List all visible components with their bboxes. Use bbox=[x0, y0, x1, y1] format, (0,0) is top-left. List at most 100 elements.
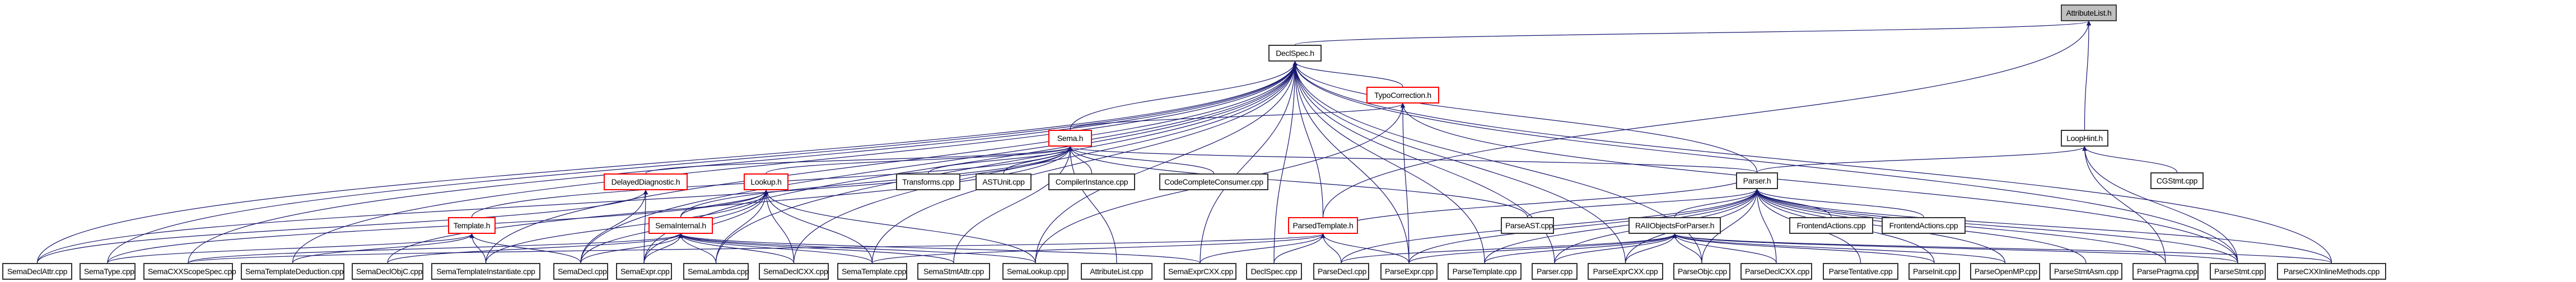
node-sematemplate-cpp[interactable]: SemaTemplate.cpp bbox=[837, 263, 907, 280]
edge-parseexpr_cpp-to-parser_h bbox=[1408, 189, 1760, 264]
edge-parsecxxinlinemethods_cpp-to-declspec_h bbox=[1292, 61, 2332, 264]
node-semadecl-cpp[interactable]: SemaDecl.cpp bbox=[553, 263, 608, 280]
edge-semadeclobjc_cpp-to-sema_h bbox=[387, 146, 1073, 264]
edge-semacxxscopespec_cpp-to-declspec_h bbox=[188, 61, 1298, 264]
edge-loophint_h-to-attributelist_h bbox=[2084, 21, 2092, 130]
node-typocorrection-h[interactable]: TypoCorrection.h bbox=[1366, 87, 1439, 104]
node-declspec-cpp[interactable]: DeclSpec.cpp bbox=[1246, 263, 1302, 280]
node-parsedtemplate-h[interactable]: ParsedTemplate.h bbox=[1288, 217, 1358, 234]
edge-raiiobjectsforparser_h-to-parser_h bbox=[1674, 189, 1760, 218]
node-semastmtattr-cpp[interactable]: SemaStmtAttr.cpp bbox=[917, 263, 990, 280]
edge-typocorrection_h-to-declspec_h bbox=[1292, 61, 1403, 87]
edge-semaexpr_cpp-to-delayeddiagnostic_h bbox=[643, 190, 648, 264]
node-semaexpr-cpp[interactable]: SemaExpr.cpp bbox=[616, 263, 672, 280]
edge-semaexprcxx_cpp-to-semainternal_h bbox=[678, 233, 1201, 264]
node-cgstmt-cpp[interactable]: CGStmt.cpp bbox=[2150, 172, 2204, 189]
node-transforms-cpp[interactable]: Transforms.cpp bbox=[896, 173, 960, 190]
node-sematemplatededuction-cpp[interactable]: SemaTemplateDeduction.cpp bbox=[241, 263, 344, 280]
node-parsedeclcxx-cpp[interactable]: ParseDeclCXX.cpp bbox=[1740, 263, 1812, 280]
edge-parsedeclcxx_cpp-to-raiiobjectsforparser_h bbox=[1672, 233, 1777, 264]
edge-parser_cpp-to-raiiobjectsforparser_h bbox=[1554, 233, 1677, 264]
node-parseobjc-cpp[interactable]: ParseObjc.cpp bbox=[1673, 263, 1730, 280]
edge-declspec_h-to-attributelist_h bbox=[1294, 21, 2091, 45]
node-semadeclattr-cpp[interactable]: SemaDeclAttr.cpp bbox=[2, 263, 72, 280]
edge-parsecxxinlinemethods_cpp-to-raiiobjectsforparser_h bbox=[1672, 233, 2332, 264]
node-parseexpr-cpp[interactable]: ParseExpr.cpp bbox=[1380, 263, 1438, 280]
node-codecompleteconsumer-cpp[interactable]: CodeCompleteConsumer.cpp bbox=[1159, 173, 1268, 190]
edge-delayeddiagnostic_h-to-sema_h bbox=[645, 146, 1072, 174]
node-parser-h[interactable]: Parser.h bbox=[1736, 172, 1778, 189]
node-parseast-cpp[interactable]: ParseAST.cpp bbox=[1501, 217, 1554, 234]
edge-parseobjc_cpp-to-parser_h bbox=[1701, 189, 1760, 264]
node-semalookup-cpp[interactable]: SemaLookup.cpp bbox=[1002, 263, 1068, 280]
node-template-h[interactable]: Template.h bbox=[448, 217, 496, 234]
node-declspec-h[interactable]: DeclSpec.h bbox=[1268, 45, 1322, 62]
edge-parseast_cpp-to-parser_h bbox=[1527, 189, 1760, 218]
edge-parseopenmp_cpp-to-raiiobjectsforparser_h bbox=[1672, 233, 2006, 264]
edge-sematype_cpp-to-lookup_h bbox=[107, 190, 769, 264]
node-sematemplateinstantiate-cpp[interactable]: SemaTemplateInstantiate.cpp bbox=[431, 263, 540, 280]
edge-semadecl_cpp-to-semainternal_h bbox=[580, 233, 683, 264]
node-parsecxxinlinemethods-cpp[interactable]: ParseCXXInlineMethods.cpp bbox=[2277, 263, 2386, 280]
edge-semalambda_cpp-to-declspec_h bbox=[715, 61, 1298, 264]
node-astunit-cpp[interactable]: ASTUnit.cpp bbox=[976, 173, 1032, 190]
edge-sematype_cpp-to-declspec_h bbox=[107, 61, 1298, 264]
node-sematype-cpp[interactable]: SemaType.cpp bbox=[80, 263, 136, 280]
edge-parseexprcxx_cpp-to-declspec_h bbox=[1292, 61, 1626, 264]
node-semalambda-cpp[interactable]: SemaLambda.cpp bbox=[683, 263, 749, 280]
edge-lookup_h-to-sema_h bbox=[766, 146, 1073, 174]
node-semadeclcxx-cpp[interactable]: SemaDeclCXX.cpp bbox=[759, 263, 829, 280]
edge-cgstmt_cpp-to-loophint_h bbox=[2082, 146, 2178, 173]
edge-parsedtemplate_h-to-declspec_h bbox=[1292, 61, 1324, 218]
node-delayeddiagnostic-h[interactable]: DelayedDiagnostic.h bbox=[604, 173, 688, 190]
node-parseopenmp-cpp[interactable]: ParseOpenMP.cpp bbox=[1970, 263, 2040, 280]
edge-sematemplate_cpp-to-declspec_h bbox=[871, 61, 1298, 264]
node-frontendactions-cpp-2[interactable]: FrontendActions.cpp bbox=[1882, 217, 1966, 234]
edge-sematemplateinstantiate_cpp-to-lookup_h bbox=[485, 190, 769, 264]
edge-parseexpr_cpp-to-declspec_h bbox=[1292, 61, 1410, 264]
node-parsepragma-cpp[interactable]: ParsePragma.cpp bbox=[2132, 263, 2199, 280]
node-parser-cpp[interactable]: Parser.cpp bbox=[1532, 263, 1578, 280]
edge-semalookup_cpp-to-semainternal_h bbox=[678, 233, 1036, 264]
node-compilerinstance-cpp[interactable]: CompilerInstance.cpp bbox=[1048, 173, 1135, 190]
node-semainternal-h[interactable]: SemaInternal.h bbox=[648, 217, 713, 234]
edge-parseexpr_cpp-to-typocorrection_h bbox=[1400, 103, 1410, 264]
edge-semadeclattr_cpp-to-declspec_h bbox=[36, 61, 1298, 264]
edge-parsetemplate_cpp-to-declspec_h bbox=[1292, 61, 1485, 264]
edge-sematemplatededuction_cpp-to-template_h bbox=[292, 233, 474, 264]
node-parsetemplate-cpp[interactable]: ParseTemplate.cpp bbox=[1448, 263, 1522, 280]
edge-parsepragma_cpp-to-loophint_h bbox=[2082, 146, 2166, 264]
edge-parsedtemplate_h-to-attributelist_h bbox=[1322, 21, 2092, 218]
edge-semacxxscopespec_cpp-to-parsedtemplate_h bbox=[188, 233, 1326, 264]
node-attributelist-cpp[interactable]: AttributeList.cpp bbox=[1081, 263, 1152, 280]
edge-parser_h-to-sema_h bbox=[1068, 146, 1758, 173]
edge-semadeclcxx_cpp-to-declspec_h bbox=[793, 61, 1298, 264]
edge-sema_h-to-declspec_h bbox=[1070, 61, 1298, 130]
node-semacxxscopespec-cpp[interactable]: SemaCXXScopeSpec.cpp bbox=[143, 263, 236, 280]
node-parsedecl-cpp[interactable]: ParseDecl.cpp bbox=[1313, 263, 1369, 280]
edge-semadecl_cpp-to-declspec_h bbox=[580, 61, 1298, 264]
node-semadeclobjc-cpp[interactable]: SemaDeclObjC.cpp bbox=[352, 263, 423, 280]
node-parsestmt-cpp[interactable]: ParseStmt.cpp bbox=[2210, 263, 2266, 280]
node-parseexprcxx-cpp[interactable]: ParseExprCXX.cpp bbox=[1588, 263, 1663, 280]
node-semaexprcxx-cpp[interactable]: SemaExprCXX.cpp bbox=[1164, 263, 1236, 280]
edge-parseexpr_cpp-to-raiiobjectsforparser_h bbox=[1408, 233, 1677, 264]
edge-sematemplateinstantiate_cpp-to-template_h bbox=[469, 233, 487, 264]
node-parseinit-cpp[interactable]: ParseInit.cpp bbox=[1908, 263, 1960, 280]
edge-semadecl_cpp-to-template_h bbox=[469, 233, 581, 264]
node-parsetentative-cpp[interactable]: ParseTentative.cpp bbox=[1823, 263, 1898, 280]
node-attributelist-h[interactable]: AttributeList.h bbox=[2061, 4, 2117, 21]
node-lookup-h[interactable]: Lookup.h bbox=[744, 173, 788, 190]
node-raiiobjectsforparser-h[interactable]: RAIIObjectsForParser.h bbox=[1628, 217, 1721, 234]
node-loophint-h[interactable]: LoopHint.h bbox=[2061, 130, 2108, 147]
edge-sematemplateinstantiate_cpp-to-declspec_h bbox=[485, 61, 1298, 264]
edge-parsestmt_cpp-to-typocorrection_h bbox=[1400, 103, 2238, 264]
edge-semadeclattr_cpp-to-sema_h bbox=[36, 146, 1073, 264]
node-parsestmtasm-cpp[interactable]: ParseStmtAsm.cpp bbox=[2050, 263, 2122, 280]
node-frontendactions-cpp-1[interactable]: FrontendActions.cpp bbox=[1789, 217, 1873, 234]
node-sema-h[interactable]: Sema.h bbox=[1048, 130, 1092, 147]
edge-sematype_cpp-to-template_h bbox=[107, 233, 474, 264]
edge-semalookup_cpp-to-lookup_h bbox=[763, 190, 1036, 264]
edge-frontendactions_cpp_2-to-parser_h bbox=[1754, 189, 1924, 218]
